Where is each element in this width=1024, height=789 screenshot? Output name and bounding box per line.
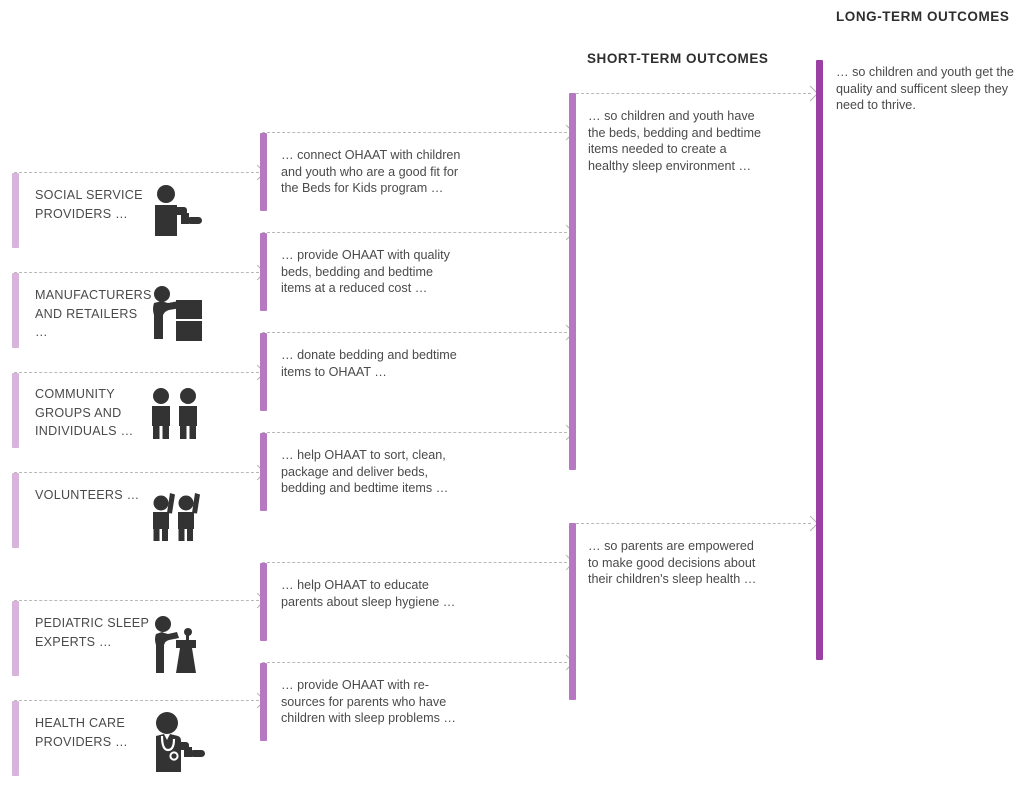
stakeholder-label-1: SOCIAL SERVICE PROVIDERS … [35,188,143,221]
doctor-stethoscope-icon [146,712,208,774]
accent-bar-activity-3 [260,333,267,411]
stakeholder-label-2: MANUFACTURERS AND RETAILERS … [35,288,152,339]
activity-text-6: … provide OHAAT with re- sources for par… [281,678,456,726]
accent-bar-stakeholder-1 [12,173,19,248]
connector-dash-stakeholder-6 [14,700,259,701]
long-term-outcomes-heading: LONG-TERM OUTCOMES [836,9,1010,24]
connector-dash-stakeholder-3 [14,372,259,373]
activity-text-2: … provide OHAAT with quality beds, beddi… [281,248,450,296]
short-term-outcome-text-1: … so children and youth have the beds, b… [588,109,761,173]
person-at-podium-icon [150,615,206,673]
long-term-outcome-text-1: … so children and youth get the quality … [836,65,1014,113]
activity-text-4: … help OHAAT to sort, clean, package and… [281,448,449,496]
connector-dash-activity-4 [262,432,567,433]
connector-dash-stakeholder-2 [14,272,259,273]
stakeholder-label-4: VOLUNTEERS … [35,488,140,502]
connector-dash-short-term-2 [571,523,811,524]
accent-bar-activity-1 [260,133,267,211]
accent-bar-long-term-1 [816,60,823,660]
short-term-outcomes-heading: SHORT-TERM OUTCOMES [587,51,769,66]
connector-dash-activity-2 [262,232,567,233]
connector-dash-activity-6 [262,662,567,663]
connector-dash-activity-1 [262,132,567,133]
two-people-raised-hands-icon [148,488,206,542]
accent-bar-activity-6 [260,663,267,741]
activity-text-3: … donate bedding and bedtime items to OH… [281,348,457,379]
connector-dash-stakeholder-4 [14,472,259,473]
connector-dash-activity-5 [262,562,567,563]
accent-bar-activity-2 [260,233,267,311]
person-pointing-icon [146,185,208,237]
accent-bar-activity-4 [260,433,267,511]
accent-bar-stakeholder-4 [12,473,19,548]
stakeholder-label-6: HEALTH CARE PROVIDERS … [35,716,129,749]
accent-bar-activity-5 [260,563,267,641]
person-with-boxes-icon [146,285,208,341]
connector-dash-stakeholder-1 [14,172,259,173]
activity-text-5: … help OHAAT to educate parents about sl… [281,578,456,609]
connector-dash-short-term-1 [571,93,811,94]
accent-bar-stakeholder-5 [12,601,19,676]
connector-dash-activity-3 [262,332,567,333]
activity-text-1: … connect OHAAT with children and youth … [281,148,461,196]
accent-bar-short-term-2 [569,523,576,700]
accent-bar-stakeholder-6 [12,701,19,776]
stakeholder-label-5: PEDIATRIC SLEEP EXPERTS … [35,616,150,649]
accent-bar-short-term-1 [569,93,576,470]
accent-bar-stakeholder-2 [12,273,19,348]
connector-dash-stakeholder-5 [14,600,259,601]
short-term-outcome-text-2: … so parents are empowered to make good … [588,539,757,587]
stakeholder-label-3: COMMUNITY GROUPS AND INDIVIDUALS … [35,387,134,438]
accent-bar-stakeholder-3 [12,373,19,448]
two-people-icon [148,388,206,440]
